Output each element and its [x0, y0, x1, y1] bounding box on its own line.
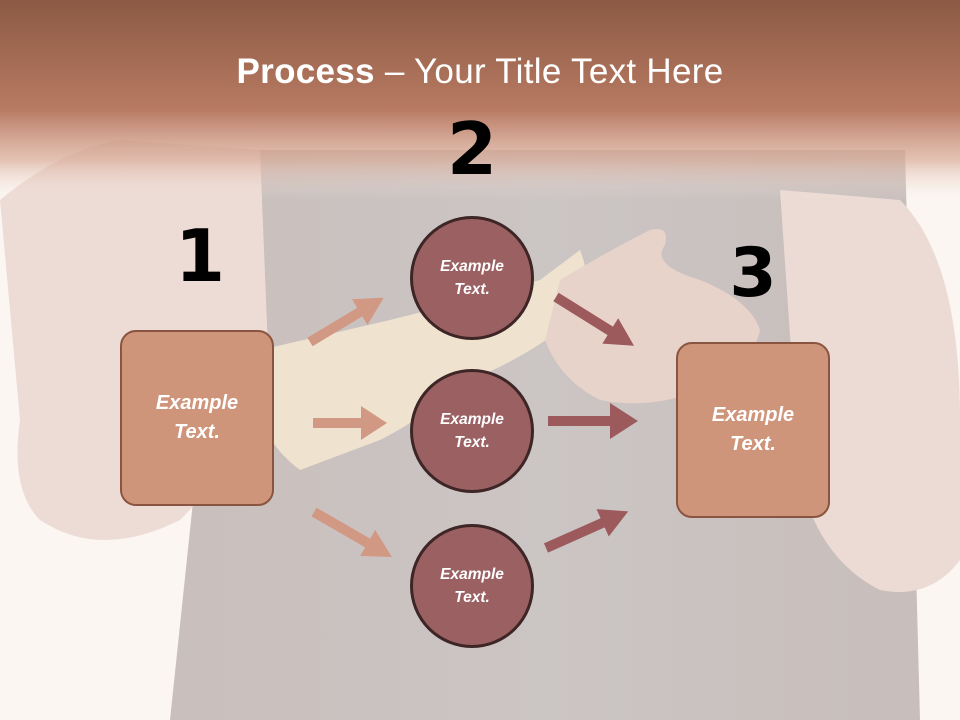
- middle-node-top-line2: Text.: [454, 281, 490, 298]
- title-rest: – Your Title Text Here: [374, 52, 724, 91]
- arrow-1-to-middle: [313, 406, 387, 440]
- step-3-text-line2: Text.: [730, 433, 776, 455]
- middle-node-top: Example Text.: [410, 216, 534, 340]
- step-1-text-line2: Text.: [174, 421, 220, 443]
- step-1-box: Example Text.: [120, 330, 274, 506]
- arrow-1-to-top: [307, 297, 384, 347]
- middle-node-top-line1: Example: [440, 258, 504, 275]
- arrow-1-to-bottom: [311, 507, 392, 557]
- step-3-text-line1: Example: [711, 404, 795, 426]
- middle-node-center-line1: Example: [440, 411, 504, 428]
- slide-title: Process – Your Title Text Here: [0, 52, 960, 92]
- middle-node-bottom: Example Text.: [410, 524, 534, 648]
- middle-node-center-line2: Text.: [454, 434, 490, 451]
- step-number-2: 2: [446, 107, 498, 191]
- step-number-1: 1: [174, 214, 226, 298]
- step-1-text-line1: Example: [155, 392, 239, 414]
- middle-node-bottom-line2: Text.: [454, 589, 490, 606]
- middle-node-center: Example Text.: [410, 369, 534, 493]
- arrow-middle-to-3: [548, 403, 638, 439]
- arrow-top-to-3: [553, 292, 635, 346]
- arrow-bottom-to-3: [543, 509, 629, 553]
- middle-node-bottom-line1: Example: [440, 566, 504, 583]
- step-number-3: 3: [729, 234, 777, 313]
- step-3-box: Example Text.: [676, 342, 830, 518]
- title-bold: Process: [236, 52, 375, 91]
